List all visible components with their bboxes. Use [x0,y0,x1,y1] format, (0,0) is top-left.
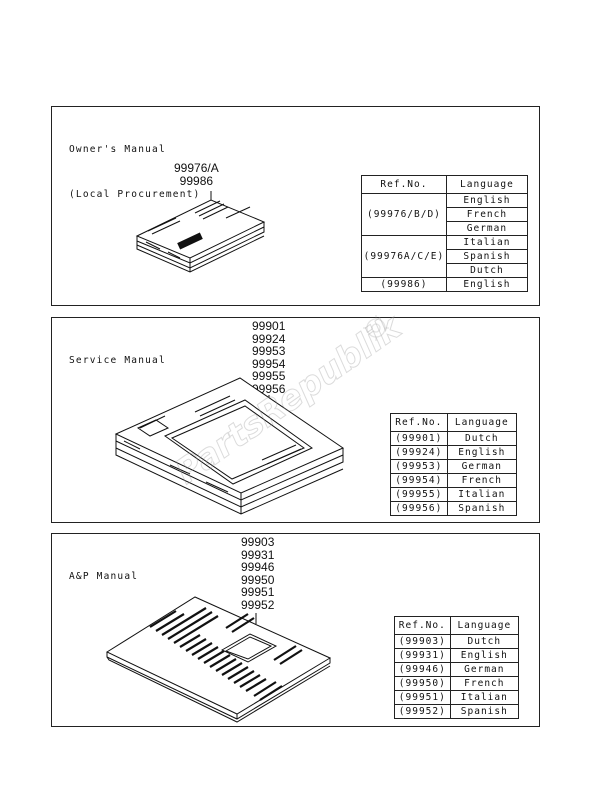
part-number: 99955 [252,369,286,383]
language-cell: English [445,277,529,292]
owners-manual-title-line-2: (Local Procurement) [69,189,201,200]
language-cell: Dutch [445,263,529,278]
ap-manual-title-line: A&P Manual [69,571,139,582]
service-manual-drawing [114,377,345,515]
part-number: 99924 [252,331,286,346]
owners-manual-title-line-1: Owner's Manual [69,144,166,155]
language-cell: Spanish [446,501,518,516]
part-number: 99901 [252,319,286,333]
ap-manual-ref-table: Ref.No. Language (99903)Dutch (99931)Eng… [394,616,520,719]
part-number: 99953 [252,344,286,358]
part-number: 99946 [241,560,275,574]
ap-manual-part-numbers: 99903 99931 99946 99950 99951 99952 [241,536,274,611]
language-cell: Dutch [446,431,518,446]
language-cell: Spanish [449,704,520,719]
owners-manual-ref-table: Ref.No. Language (99976/B/D) English Fre… [361,175,529,292]
service-manual-title-line: Service Manual [69,355,166,366]
part-number: 99950 [241,572,275,587]
service-manual-title: Service Manual [69,323,166,398]
owners-manual-panel: Owner's Manual (Local Procurement) 99976… [51,106,540,306]
part-number: 99931 [241,547,275,562]
part-number: 99954 [252,356,286,371]
part-number: 99976/A [174,161,219,175]
service-manual-ref-table: Ref.No. Language (99901)Dutch (99924)Eng… [390,413,518,516]
part-number: 99951 [241,585,275,599]
ref-no-cell: (99976A/C/E) [361,235,447,278]
service-manual-part-numbers: 99901 99924 99953 99954 99955 99956 [252,320,285,395]
part-number: 99952 [241,597,275,612]
owners-manual-booklet-drawing [135,191,266,273]
part-number: 99986 [179,173,214,188]
owners-manual-part-numbers: 99976/A 99986 [174,162,219,187]
ap-manual-drawing [105,596,332,723]
owners-manual-title: Owner's Manual (Local Procurement) [69,112,200,232]
part-number: 99903 [241,535,275,549]
ap-manual-panel: A&P Manual 99903 99931 99946 99950 99951… [51,533,540,727]
ap-manual-title: A&P Manual [69,539,138,614]
service-manual-panel: Service Manual 99901 99924 99953 99954 9… [51,317,540,523]
